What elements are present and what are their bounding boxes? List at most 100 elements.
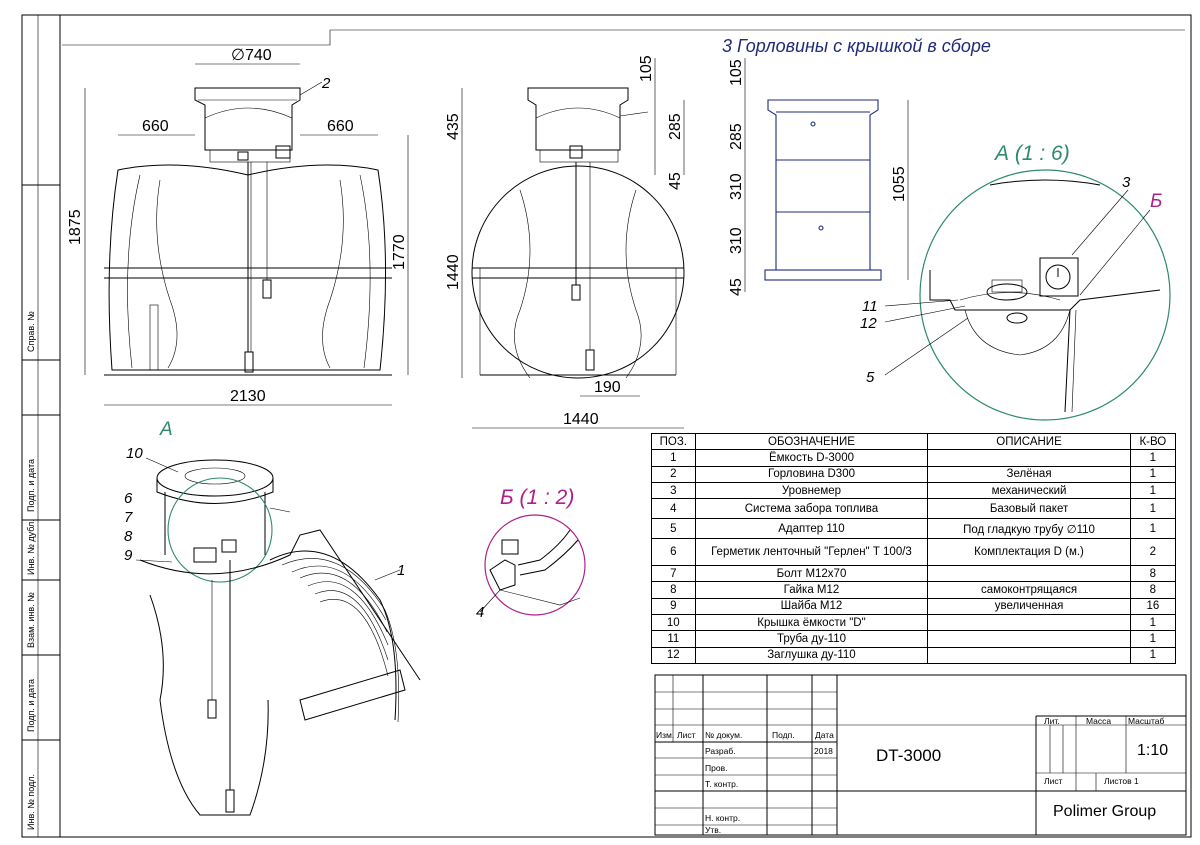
dim-front-left: 660 xyxy=(142,118,169,135)
tb-designation: DT-3000 xyxy=(876,746,941,765)
spec-pos: 9 xyxy=(651,597,696,616)
detail-b: Б (1 : 2) 4 xyxy=(476,486,586,621)
tb-doc-no: № докум. xyxy=(705,730,742,740)
spec-qty: 1 xyxy=(1129,465,1177,483)
spec-qty: 1 xyxy=(1129,614,1177,632)
tb-tkontr: Т. контр. xyxy=(705,779,738,789)
spec-name: Адаптер 110 xyxy=(694,518,929,540)
dim-neck-105a: 105 xyxy=(638,55,655,82)
front-view: ∅740 660 660 1875 1770 2130 2 xyxy=(62,29,1185,406)
spec-desc: механический xyxy=(927,481,1131,500)
tb-date: Дата xyxy=(815,730,834,740)
spec-qty: 1 xyxy=(1129,518,1177,540)
dim-front-width: 2130 xyxy=(230,388,266,405)
dim-neck-45b: 45 xyxy=(728,278,745,296)
leader-8: 8 xyxy=(124,528,133,545)
tb-scale-label: Масштаб xyxy=(1128,716,1164,726)
spec-desc: Комплектация D (м.) xyxy=(927,538,1131,567)
tb-list: Лист xyxy=(677,730,696,740)
spec-name: Болт М12х70 xyxy=(694,565,929,583)
spec-name: Ёмкость D-3000 xyxy=(694,449,929,467)
spec-name: Шайба М12 xyxy=(694,597,929,616)
detail-a: А (1 : 6) 3 Б 11 12 5 xyxy=(860,142,1171,421)
dim-side-offset: 190 xyxy=(594,379,621,396)
spec-pos: 11 xyxy=(651,630,696,648)
dim-neck-310a: 310 xyxy=(728,173,745,200)
spec-header-row: ПОЗ. ОБОЗНАЧЕНИЕ ОПИСАНИЕ К-ВО xyxy=(651,432,1177,451)
title-necks: 3 Горловины с крышкой в сборе xyxy=(722,36,991,56)
spec-header-name: ОБОЗНАЧЕНИЕ xyxy=(694,432,929,451)
spec-header-desc: ОПИСАНИЕ xyxy=(927,432,1131,451)
tb-prov: Пров. xyxy=(705,763,727,773)
spec-desc xyxy=(927,630,1131,648)
neck-assembly: 3 Горловины с крышкой в сборе 105 285 31… xyxy=(722,36,991,296)
spec-qty: 1 xyxy=(1129,498,1177,520)
side-stamp-column: Справ. № Подп. и дата Инв. № дубл. Взам.… xyxy=(22,15,60,837)
tb-utv: Утв. xyxy=(705,825,721,835)
leader-10: 10 xyxy=(126,445,143,462)
stamp-podp-2: Подп. и дата xyxy=(26,679,36,732)
leader-4: 4 xyxy=(476,604,484,621)
dim-front-neck-dia: ∅740 xyxy=(231,47,272,64)
dim-neck-285b: 285 xyxy=(728,123,745,150)
tb-company: Polimer Group xyxy=(1053,803,1156,820)
iso-label-a: А xyxy=(159,419,173,440)
stamp-podp-1: Подп. и дата xyxy=(26,459,36,512)
spec-qty: 1 xyxy=(1129,449,1177,467)
spec-qty: 1 xyxy=(1129,630,1177,648)
dim-neck-45a: 45 xyxy=(667,172,684,190)
spec-qty: 1 xyxy=(1129,481,1177,500)
spec-pos: 1 xyxy=(651,449,696,467)
spec-pos: 8 xyxy=(651,581,696,599)
dim-front-height: 1875 xyxy=(67,209,84,245)
spec-pos: 7 xyxy=(651,565,696,583)
spec-pos: 2 xyxy=(651,465,696,483)
dim-side-neck: 435 xyxy=(445,113,462,140)
spec-desc xyxy=(927,614,1131,632)
spec-pos: 12 xyxy=(651,646,696,664)
spec-header-pos: ПОЗ. xyxy=(651,432,696,451)
tb-razrab: Разраб. xyxy=(705,746,736,756)
spec-desc xyxy=(927,646,1131,664)
spec-header-qty: К-ВО xyxy=(1129,432,1177,451)
spec-desc: Базовый пакет xyxy=(927,498,1131,520)
spec-qty: 8 xyxy=(1129,565,1177,583)
spec-desc: увеличенная xyxy=(927,597,1131,616)
leader-1: 1 xyxy=(397,562,405,579)
spec-pos: 4 xyxy=(651,498,696,520)
stamp-inv-podl: Инв. № подл. xyxy=(26,774,36,830)
dim-side-width: 1440 xyxy=(563,411,599,428)
side-view: 435 1440 1440 190 105 285 45 xyxy=(445,55,685,429)
tb-izm: Изм. xyxy=(656,730,674,740)
spec-desc: самоконтрящаяся xyxy=(927,581,1131,599)
spec-desc xyxy=(927,449,1131,467)
leader-7: 7 xyxy=(124,509,133,526)
spec-desc: Зелёная xyxy=(927,465,1131,483)
spec-qty: 8 xyxy=(1129,581,1177,599)
tb-sheet: Лист xyxy=(1044,776,1063,786)
title-block: Изм. Лист № докум. Подп. Дата Разраб. 20… xyxy=(654,674,1187,836)
stamp-inv-dubl: Инв. № дубл. xyxy=(26,519,36,575)
spec-desc: Под гладкую трубу ∅110 xyxy=(927,518,1131,540)
spec-name: Труба ду-110 xyxy=(694,630,929,648)
spec-name: Уровнемер xyxy=(694,481,929,500)
dim-neck-total: 1055 xyxy=(891,166,908,202)
sheet-frame xyxy=(21,14,1192,838)
leader-11: 11 xyxy=(862,298,878,315)
spec-pos: 6 xyxy=(651,538,696,567)
dim-neck-285a: 285 xyxy=(667,113,684,140)
tb-nkontr: Н. контр. xyxy=(705,813,740,823)
spec-qty: 2 xyxy=(1129,538,1177,567)
tb-year: 2018 xyxy=(814,746,833,756)
